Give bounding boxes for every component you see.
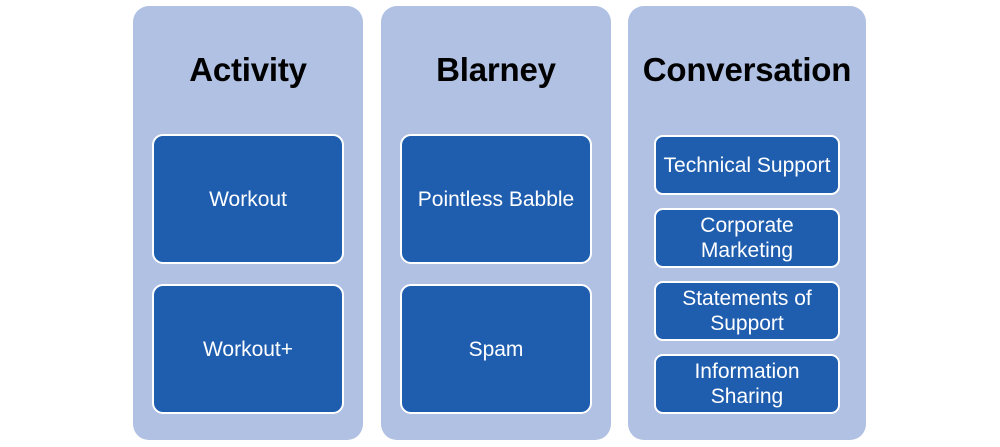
column-title-activity: Activity (189, 51, 307, 88)
column-title-conversation: Conversation (642, 51, 852, 88)
category-column-activity: Activity Workout Workout+ (133, 6, 363, 440)
card-corporate-marketing[interactable]: Corporate Marketing (654, 208, 840, 268)
category-column-blarney: Blarney Pointless Babble Spam (381, 6, 611, 440)
card-label: Corporate Marketing (700, 214, 794, 262)
card-spam[interactable]: Spam (400, 284, 592, 414)
category-column-conversation: Conversation Technical Support Corporate… (628, 6, 866, 440)
card-statements-of-support[interactable]: Statements of Support (654, 281, 840, 341)
card-label: Workout+ (202, 337, 294, 361)
card-label: Pointless Babble (417, 187, 575, 211)
card-label: Workout (209, 187, 287, 211)
card-workout-plus[interactable]: Workout+ (152, 284, 344, 414)
card-label: Technical Support (663, 153, 831, 177)
card-label: Spam (468, 337, 524, 361)
card-list-activity: Workout Workout+ (133, 134, 363, 414)
card-pointless-babble[interactable]: Pointless Babble (400, 134, 592, 264)
column-title-blarney: Blarney (436, 51, 556, 88)
card-label: Information Sharing (694, 360, 800, 408)
card-information-sharing[interactable]: Information Sharing (654, 354, 840, 414)
card-label: Statements of Support (682, 287, 812, 335)
card-workout[interactable]: Workout (152, 134, 344, 264)
card-list-conversation: Technical Support Corporate Marketing St… (628, 135, 866, 414)
card-list-blarney: Pointless Babble Spam (381, 134, 611, 414)
card-technical-support[interactable]: Technical Support (654, 135, 840, 195)
